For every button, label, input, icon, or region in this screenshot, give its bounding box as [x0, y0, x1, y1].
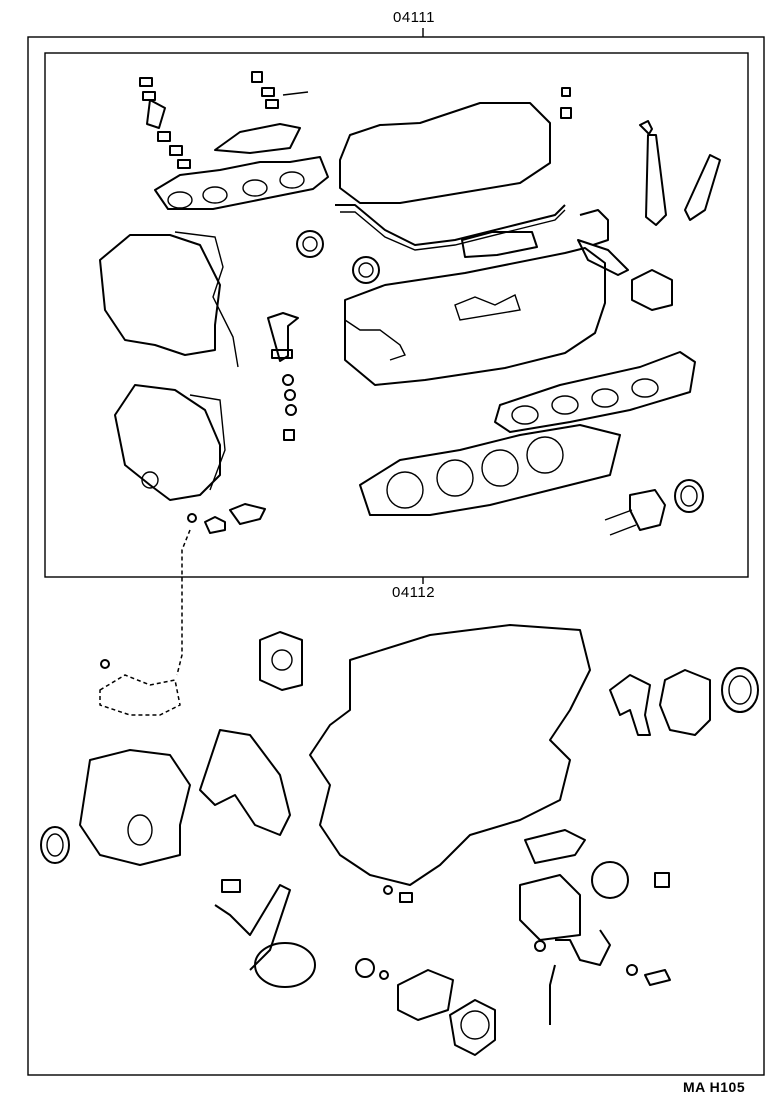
valve [684, 154, 721, 221]
water-pump [397, 969, 454, 1021]
cylinder-head-gasket-outline [344, 247, 606, 386]
oil-seal [352, 256, 380, 284]
timing-cover-gasket [199, 729, 291, 836]
lower-kit-parts [40, 624, 759, 1056]
part-number-04111: 04111 [393, 9, 435, 26]
figure-code: MA H105 [683, 1079, 746, 1095]
rear-oil-seal [674, 479, 704, 513]
oil-seal [296, 230, 324, 258]
turbo-gasket [524, 829, 586, 864]
cylinder-block-outline [309, 624, 591, 886]
injector-insulator [214, 123, 301, 154]
timing-cover-lower-gasket [114, 384, 221, 501]
intake-manifold-gasket [154, 156, 329, 210]
oil-pipe [549, 964, 556, 1025]
injector-seals [139, 71, 309, 169]
part-number-04112: 04112 [392, 584, 436, 601]
timing-belt-cover-gasket [99, 234, 221, 356]
plug-tube-gasket [461, 231, 538, 258]
oil-pan-gasket [99, 674, 181, 716]
cylinder-head-cover-gasket [339, 102, 551, 204]
crankshaft-rear-seal [721, 667, 759, 713]
seal-retainer-gasket [609, 674, 651, 736]
inner-kit-frame [44, 52, 749, 578]
turbocharger [519, 874, 581, 941]
exhaust-manifold-gasket [494, 351, 696, 433]
oil-strainer [214, 884, 291, 971]
oil-pump-gasket [79, 749, 191, 866]
outer-kit-frame [27, 36, 765, 1076]
water-pump-gasket [259, 631, 303, 691]
cylinder-head-gasket [359, 424, 621, 516]
upper-kit-parts [99, 71, 721, 536]
crankshaft-front-seal [40, 826, 70, 864]
water-outlet-gasket [631, 269, 673, 311]
valve [645, 134, 667, 226]
